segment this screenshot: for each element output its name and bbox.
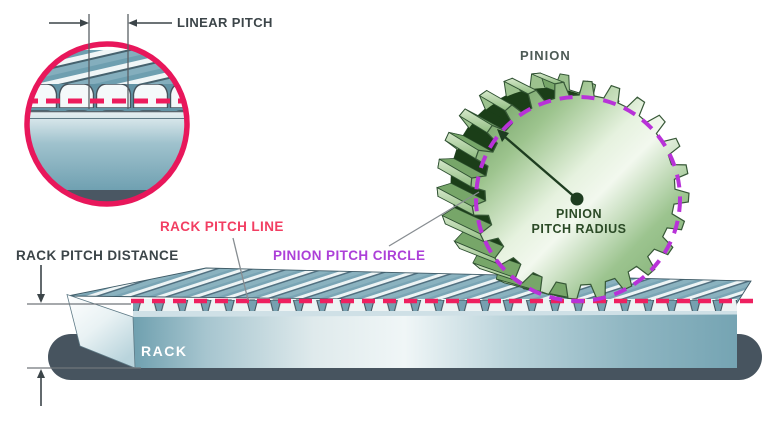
pitch-radius-arrow [497, 129, 584, 206]
pinion-label: PINION [520, 48, 571, 63]
inset-magnifier [24, 14, 190, 207]
side-tooth-gap [497, 95, 532, 114]
linear-pitch-label: LINEAR PITCH [177, 15, 273, 30]
rack-label: RACK [141, 343, 188, 359]
pinion-pitch-radius-label: PINION PITCH RADIUS [496, 207, 662, 237]
rack-pitch-distance-measure [27, 265, 141, 406]
rack-shoulder-strip [133, 311, 737, 318]
rack-group [48, 267, 762, 380]
rack-pitch-line-pointer [232, 237, 249, 301]
up-arrow-icon [37, 369, 45, 378]
pinion-pitch-circle-dashed [474, 95, 682, 303]
rack-pitch-distance-label: RACK PITCH DISTANCE [16, 248, 179, 263]
side-tooth-gap [477, 109, 513, 131]
down-arrow-icon [37, 294, 45, 303]
pinion-pitch-circle-label: PINION PITCH CIRCLE [273, 248, 426, 263]
rack-front-face [133, 314, 737, 368]
pinion-pitch-radius-line1: PINION [555, 207, 603, 221]
left-arrow-icon [128, 19, 137, 27]
pinion-gear [436, 72, 690, 300]
pinion-pitch-circle-pointer [388, 191, 480, 247]
right-arrow-icon [80, 19, 89, 27]
arrowhead-icon [497, 129, 509, 142]
side-tooth-gap [453, 149, 488, 176]
pinion-center-dot [570, 192, 584, 206]
inset-ring [24, 41, 190, 207]
pinion-pitch-radius-line2: PITCH RADIUS [531, 222, 627, 236]
rack-pitch-line-label: RACK PITCH LINE [160, 219, 284, 234]
